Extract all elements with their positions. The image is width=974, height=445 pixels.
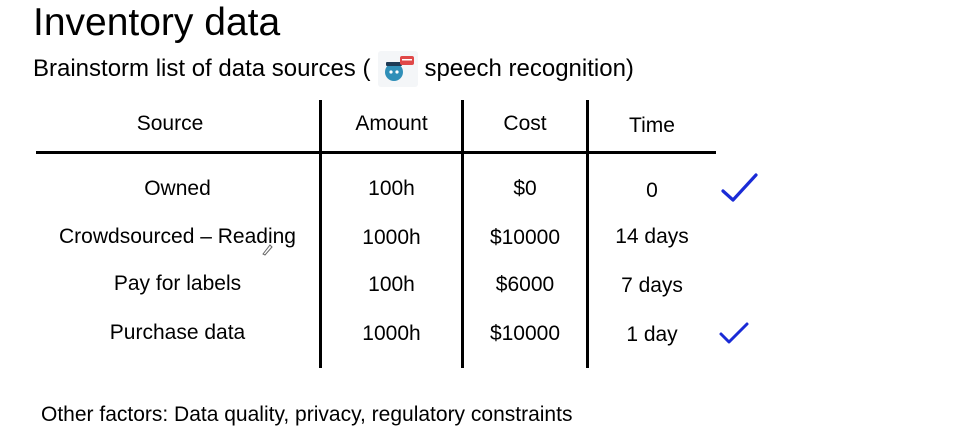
checkmark-icon	[721, 173, 758, 202]
header-divider	[36, 151, 716, 154]
page-title: Inventory data	[33, 1, 281, 44]
table-row-source: Owned	[144, 177, 211, 200]
table-row-time: 7 days	[621, 274, 683, 297]
subtitle-prefix: Brainstorm list of data sources (	[33, 55, 371, 82]
column-divider-1	[319, 100, 322, 368]
header-amount: Amount	[355, 112, 428, 135]
table-row-cost: $6000	[495, 273, 555, 296]
column-divider-3	[586, 100, 589, 368]
table-row-amount: 100h	[368, 177, 415, 200]
footer-note: Other factors: Data quality, privacy, re…	[41, 403, 573, 426]
checkmark-icon	[719, 322, 749, 344]
subtitle-suffix: speech recognition)	[424, 55, 634, 82]
column-divider-2	[461, 100, 464, 368]
speech-bubble-avatar-icon	[378, 51, 419, 87]
table-row-source: Crowdsourced – Reading	[59, 225, 296, 248]
subtitle: Brainstorm list of data sources ( speech…	[33, 51, 634, 87]
table-row-cost: $0	[513, 177, 537, 200]
table-row-cost: $10000	[489, 322, 561, 345]
table-row-source: Pay for labels	[113, 272, 242, 295]
table-row-time: 1 day	[626, 323, 678, 346]
pen-cursor-icon	[262, 244, 273, 256]
header-source: Source	[136, 112, 204, 135]
table-row-cost: $10000	[489, 226, 561, 249]
header-cost: Cost	[503, 112, 547, 135]
table-row-amount: 1000h	[362, 226, 421, 249]
table-row-amount: 100h	[368, 273, 415, 296]
header-time: Time	[629, 114, 675, 137]
table-row-time: 14 days	[615, 225, 689, 248]
table-row-time: 0	[646, 179, 658, 202]
table-row-source: Purchase data	[109, 321, 246, 344]
table-row-amount: 1000h	[362, 322, 421, 345]
